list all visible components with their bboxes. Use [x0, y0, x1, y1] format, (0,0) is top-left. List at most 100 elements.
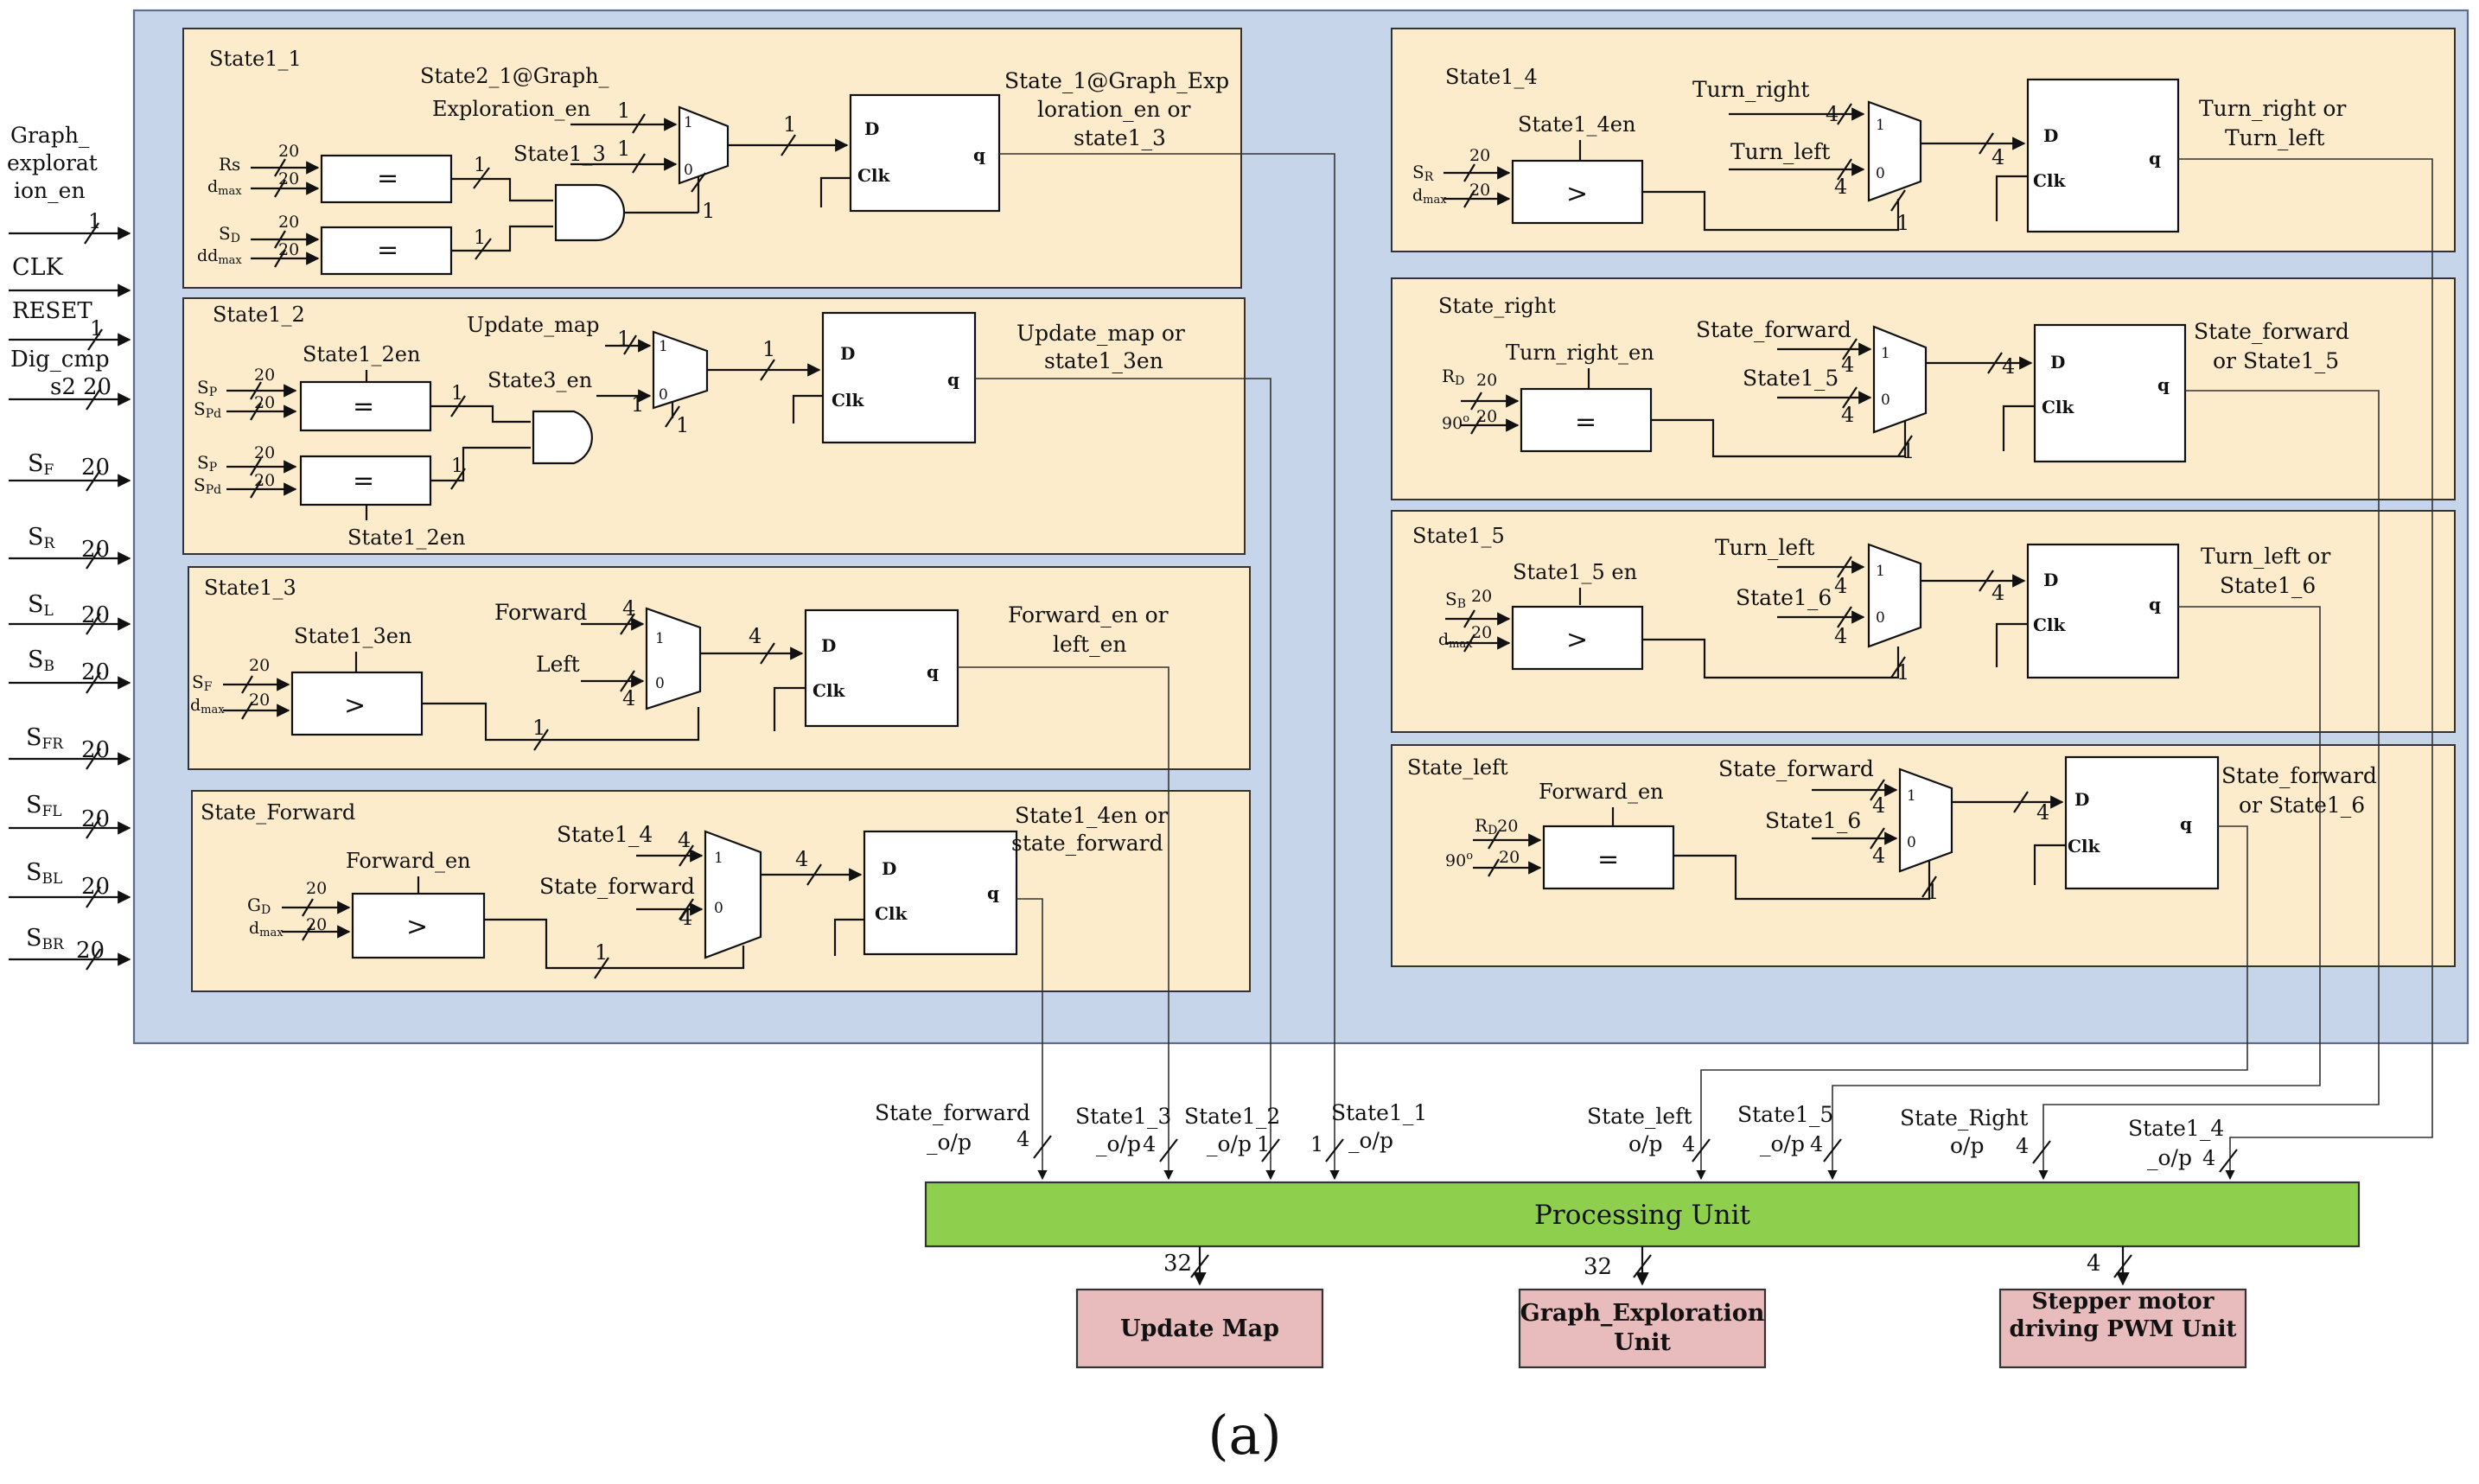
svg-text:dmax: dmax	[1412, 186, 1447, 207]
svg-text:20: 20	[83, 374, 112, 400]
svg-text:State_forward: State_forward	[875, 1100, 1030, 1125]
svg-text:1: 1	[1926, 880, 1939, 904]
svg-text:4: 4	[1143, 1132, 1156, 1156]
svg-text:SFR: SFR	[26, 724, 64, 753]
svg-text:State_left: State_left	[1407, 755, 1508, 780]
svg-text:Update_map or: Update_map or	[1016, 321, 1185, 346]
svg-text:D: D	[821, 635, 836, 656]
svg-text:RESET: RESET	[12, 298, 92, 324]
svg-text:RD: RD	[1442, 366, 1464, 388]
svg-text:explorat: explorat	[7, 150, 98, 175]
svg-text:SR: SR	[1412, 162, 1434, 184]
svg-text:q: q	[2180, 813, 2192, 834]
svg-text:1: 1	[474, 227, 486, 249]
svg-text:4: 4	[2202, 1146, 2215, 1170]
bus-state-right-op: State_Right o/p 4	[1900, 1105, 2051, 1164]
svg-text:1: 1	[451, 455, 463, 477]
svg-text:20: 20	[306, 915, 327, 934]
svg-text:20: 20	[1476, 407, 1497, 426]
svg-text:20: 20	[1471, 623, 1492, 642]
svg-text:4: 4	[1991, 581, 2004, 605]
svg-text:State1_2: State1_2	[213, 303, 305, 327]
svg-text:Processing Unit: Processing Unit	[1534, 1200, 1750, 1231]
svg-text:ddmax: ddmax	[197, 246, 242, 267]
bus-state1-1-op: State1_1 _o/p 1	[1310, 1100, 1427, 1162]
svg-text:ion_en: ion_en	[14, 178, 86, 203]
svg-text:D: D	[840, 343, 855, 364]
svg-text:_o/p: _o/p	[2147, 1145, 2192, 1170]
input-sf: SF 20	[9, 450, 131, 492]
svg-text:Update Map: Update Map	[1120, 1315, 1279, 1342]
svg-text:Clk: Clk	[2068, 836, 2101, 857]
svg-text:Forward_en or: Forward_en or	[1008, 602, 1169, 627]
svg-text:State1_2: State1_2	[1184, 1104, 1280, 1129]
svg-text:Forward_en: Forward_en	[346, 849, 471, 873]
svg-text:1: 1	[1896, 660, 1909, 685]
svg-text:s2: s2	[50, 374, 76, 400]
bus-state1-4-op: State1_4 _o/p 4	[2128, 1116, 2238, 1173]
svg-text:or State1_6: or State1_6	[2239, 793, 2365, 818]
svg-text:State1_4: State1_4	[2128, 1116, 2224, 1141]
svg-text:Clk: Clk	[857, 165, 891, 186]
bus-state-forward-op: State_forward _o/p 4	[875, 1100, 1052, 1159]
svg-text:4: 4	[1810, 1132, 1823, 1156]
svg-text:>: >	[1566, 625, 1588, 655]
svg-text:D: D	[864, 118, 879, 139]
svg-text:4: 4	[795, 847, 808, 871]
svg-text:1: 1	[1876, 563, 1885, 580]
svg-text:4: 4	[1682, 1132, 1695, 1156]
svg-text:>: >	[1566, 179, 1588, 209]
svg-text:D: D	[882, 858, 896, 879]
bus-state1-5-op: State1_5 _o/p 4	[1737, 1102, 1842, 1162]
svg-text:1: 1	[676, 413, 689, 437]
svg-text:20: 20	[278, 240, 299, 259]
svg-text:dmax: dmax	[190, 696, 225, 717]
svg-text:Graph_Exploration: Graph_Exploration	[1520, 1300, 1765, 1327]
block-state1-3: State1_3 State1_3en SF dmax 20 20 > 1 Fo…	[188, 566, 1251, 770]
svg-text:20: 20	[81, 659, 110, 685]
svg-text:1: 1	[532, 716, 545, 740]
svg-text:SB: SB	[1445, 589, 1466, 611]
block-state-forward: State_Forward Forward_en GD dmax 20 20 >…	[191, 790, 1251, 992]
svg-text:1: 1	[783, 112, 796, 137]
svg-text:Unit: Unit	[1614, 1329, 1671, 1356]
svg-text:State1_5: State1_5	[1743, 366, 1839, 391]
svg-text:SP: SP	[197, 452, 217, 474]
svg-text:1: 1	[451, 383, 463, 404]
svg-text:1: 1	[1257, 1132, 1270, 1156]
svg-text:SF: SF	[28, 450, 54, 479]
svg-text:Turn_right or: Turn_right or	[2199, 96, 2346, 121]
svg-text:1: 1	[659, 338, 668, 355]
svg-text:20: 20	[81, 874, 110, 900]
svg-text:32: 32	[1163, 1251, 1192, 1277]
svg-text:State1_3en: State1_3en	[294, 624, 411, 648]
svg-text:Exploration_en: Exploration_en	[432, 97, 590, 121]
svg-text:Clk: Clk	[813, 680, 846, 701]
output-graph-exploration-unit: 32 Graph_Exploration Unit	[1518, 1246, 1767, 1369]
svg-text:Update_map: Update_map	[467, 313, 600, 337]
svg-text:20: 20	[278, 142, 299, 161]
input-clk: CLK	[9, 254, 131, 297]
input-pins: Graph_ explorat ion_en 1 CLK RESET 1 Dig…	[7, 123, 131, 971]
block-state1-5: State1_5 State1_5 en SB dmax 20 20 > 1 T…	[1391, 510, 2456, 733]
svg-text:SPd: SPd	[194, 474, 221, 497]
svg-text:20: 20	[1471, 587, 1492, 606]
svg-text:D: D	[2043, 570, 2058, 590]
svg-text:State_forward: State_forward	[2221, 763, 2377, 788]
svg-text:Clk: Clk	[2033, 170, 2067, 191]
svg-text:1: 1	[617, 99, 630, 123]
svg-text:State_forward: State_forward	[539, 874, 695, 899]
svg-text:1: 1	[595, 940, 608, 965]
block-state1-4: State1_4 State1_4en SR dmax 20 20 > 1 Tu…	[1391, 28, 2456, 252]
svg-text:1: 1	[714, 850, 723, 867]
svg-text:state1_3en: state1_3en	[1044, 348, 1163, 373]
svg-text:State1_3: State1_3	[1075, 1104, 1171, 1129]
svg-text:1: 1	[617, 137, 630, 161]
svg-text:dmax: dmax	[207, 177, 242, 198]
svg-text:Clk: Clk	[875, 903, 908, 924]
svg-text:1: 1	[684, 114, 693, 131]
svg-text:State_left: State_left	[1587, 1104, 1692, 1129]
processing-unit: Processing Unit	[924, 1181, 2361, 1248]
svg-text:20: 20	[1469, 181, 1490, 200]
svg-text:4: 4	[1841, 403, 1854, 427]
